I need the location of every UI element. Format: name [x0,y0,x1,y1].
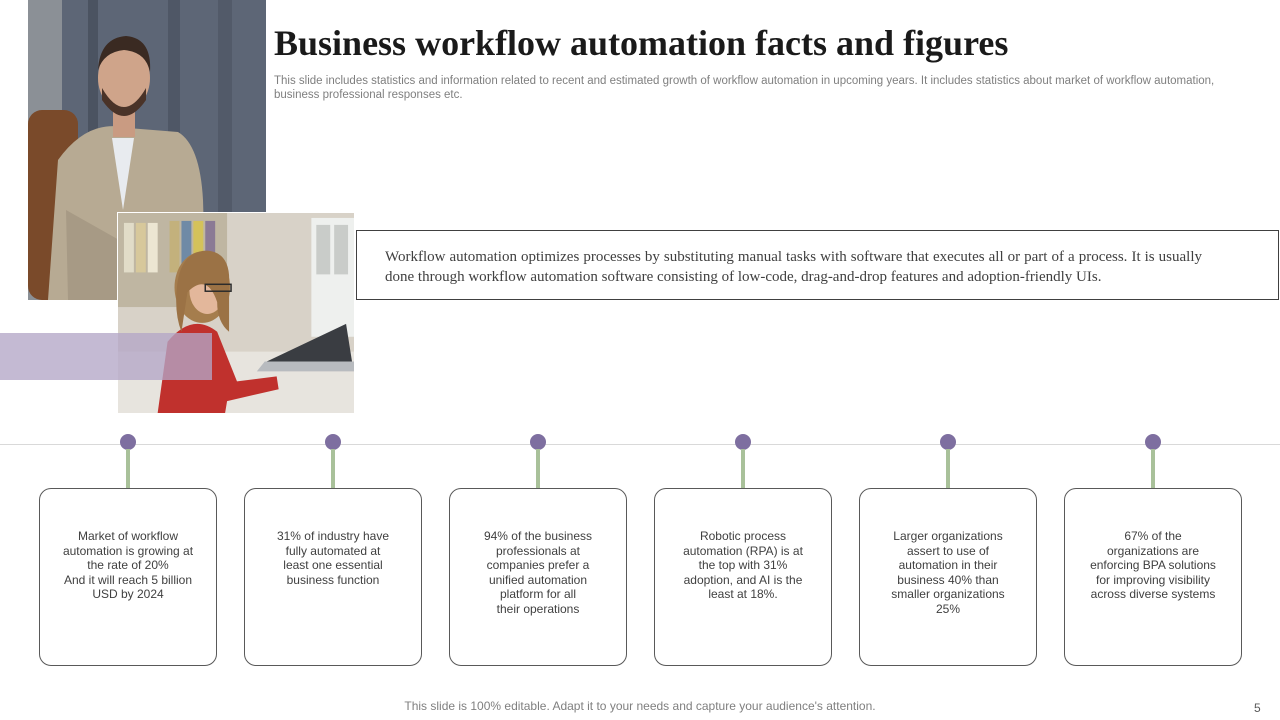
fact-text: Market of workflow automation is growing… [62,529,194,601]
fact-card: Larger organizations assert to use of au… [859,488,1037,666]
fact-text: 94% of the business professionals at com… [483,529,593,616]
timeline-line [0,444,1280,445]
fact-text: 67% of the organizations are enforcing B… [1090,529,1216,601]
timeline-connector [946,449,950,489]
timeline-dot [940,434,956,450]
timeline-connector [331,449,335,489]
accent-band [0,333,212,380]
fact-text: 31% of industry have fully automated at … [276,529,390,587]
page-number: 5 [1254,701,1261,715]
footer-note: This slide is 100% editable. Adapt it to… [404,699,876,713]
description-text: Workflow automation optimizes processes … [385,249,1202,285]
timeline-dot [120,434,136,450]
timeline-dot [530,434,546,450]
milestone-3: 94% of the business professionals at com… [449,434,627,666]
timeline-connector [126,449,130,489]
fact-text: Robotic process automation (RPA) is at t… [683,529,803,601]
milestone-4: Robotic process automation (RPA) is at t… [654,434,832,666]
timeline-dot [1145,434,1161,450]
fact-card: 94% of the business professionals at com… [449,488,627,666]
woman-at-laptop-photo [117,212,355,414]
slide-subtitle: This slide includes statistics and infor… [274,75,1215,101]
milestone-5: Larger organizations assert to use of au… [859,434,1037,666]
slide-title: Business workflow automation facts and f… [274,23,1009,63]
timeline-connector [1151,449,1155,489]
description-box: Workflow automation optimizes processes … [356,230,1279,300]
timeline-connector [536,449,540,489]
timeline-dot [735,434,751,450]
milestone-1: Market of workflow automation is growing… [39,434,217,666]
milestone-6: 67% of the organizations are enforcing B… [1064,434,1242,666]
milestone-2: 31% of industry have fully automated at … [244,434,422,666]
fact-card: Robotic process automation (RPA) is at t… [654,488,832,666]
fact-card: 67% of the organizations are enforcing B… [1064,488,1242,666]
fact-text: Larger organizations assert to use of au… [891,529,1005,616]
fact-card: 31% of industry have fully automated at … [244,488,422,666]
fact-card: Market of workflow automation is growing… [39,488,217,666]
timeline-dot [325,434,341,450]
timeline-connector [741,449,745,489]
